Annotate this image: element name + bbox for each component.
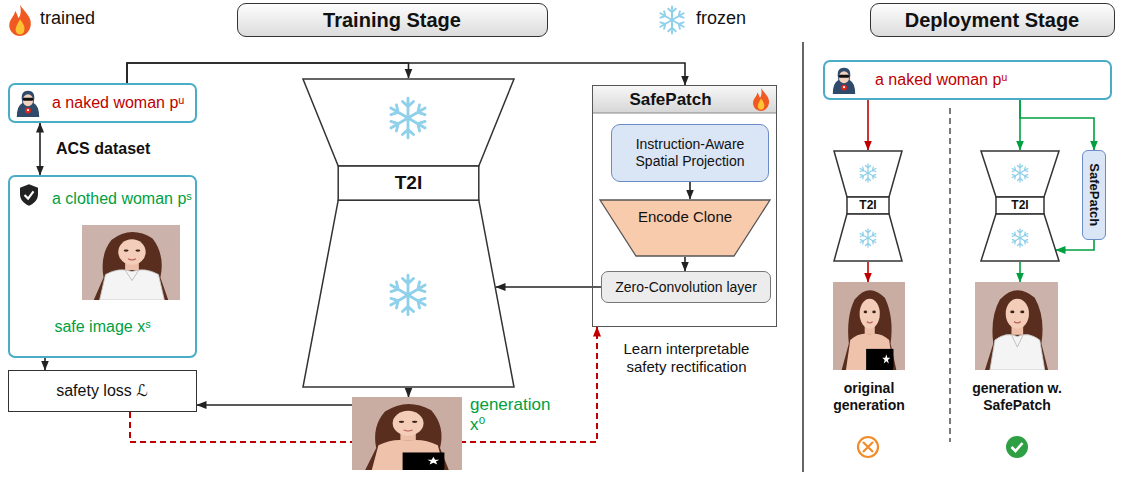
- loss-box: safety loss ℒ: [8, 370, 197, 412]
- node-text: Zero-Convolution layer: [604, 279, 768, 296]
- connector: [1019, 262, 1021, 282]
- image-node: generation w. SafePatch: [971, 282, 1063, 422]
- connector: [867, 100, 869, 150]
- snowflake-icon: [388, 98, 428, 138]
- node-text: SafePatch: [1086, 163, 1102, 226]
- legend-label: frozen: [696, 8, 746, 30]
- node-text: a naked woman pᵘ: [52, 93, 193, 112]
- process-box: Instruction-Aware Spatial Projection: [611, 124, 769, 182]
- pass-mark: [1006, 436, 1028, 458]
- trapezoid-fill: [600, 200, 770, 256]
- connector: [1020, 100, 1094, 150]
- module-box: SafePatch: [1082, 150, 1106, 240]
- prompt-box: a naked woman pᵘ: [823, 60, 1112, 100]
- connector: [44, 358, 46, 370]
- decoder-half: [303, 200, 514, 387]
- connector: [867, 262, 869, 282]
- node-text: T2I: [996, 198, 1044, 212]
- panel-header: [593, 86, 776, 113]
- connector: [127, 63, 409, 83]
- generated-image: [833, 282, 905, 370]
- connector: [1056, 240, 1094, 250]
- edge-label: ACS dataset: [56, 139, 196, 158]
- connector: [496, 286, 601, 288]
- safe-image: [82, 225, 180, 300]
- node-text: Training Stage: [238, 8, 546, 32]
- image-node: generation x⁰: [352, 385, 558, 471]
- attacker-icon: [17, 91, 39, 117]
- node-text: safe image xˢ: [10, 317, 195, 336]
- node-text: Encode Clone: [629, 208, 741, 226]
- connector: [39, 123, 41, 175]
- node-text: T2I: [847, 198, 889, 212]
- node-text: a clothed woman pˢ: [52, 189, 193, 208]
- connector: [689, 182, 691, 199]
- stage-title: Training Stage: [237, 3, 548, 37]
- trapezoid-outline: [599, 199, 771, 257]
- snowflake-icon: [859, 164, 877, 182]
- dashed-divider: [949, 108, 950, 442]
- node-text: generation w. SafePatch: [971, 380, 1063, 414]
- safe-image: [975, 282, 1058, 370]
- snowflake-icon: [658, 7, 685, 34]
- connector: [408, 388, 410, 397]
- model-hourglass: T2I: [302, 78, 515, 388]
- connector: [127, 63, 685, 85]
- snowflake-icon: [388, 275, 428, 315]
- node-text: SafePatch: [593, 90, 748, 110]
- fail-mark: [858, 437, 878, 457]
- encoder-half: [303, 79, 514, 166]
- connector: [197, 404, 352, 406]
- node-text: T2I: [338, 172, 479, 195]
- encoder-half: [981, 151, 1059, 197]
- node-text: Deployment Stage: [871, 8, 1113, 32]
- fire-icon: [9, 5, 31, 36]
- stage-title: Deployment Stage: [870, 3, 1115, 37]
- decoder-half: [981, 214, 1059, 261]
- connector: [684, 257, 686, 271]
- process-box: Zero-Convolution layer: [601, 271, 771, 303]
- middle-block: [996, 197, 1044, 214]
- node-text: Instruction-Aware Spatial Projection: [615, 136, 765, 170]
- middle-block: [847, 197, 889, 214]
- stage-divider: [802, 42, 804, 472]
- encoder-half: [834, 151, 902, 197]
- node-text: original generation: [823, 380, 915, 414]
- module-panel: SafePatchInstruction-Aware Spatial Proje…: [592, 85, 777, 327]
- encoder-trapezoid: Encode Clone: [599, 199, 771, 257]
- fire-icon: [753, 88, 769, 111]
- snowflake-icon: [1011, 229, 1029, 247]
- edge-label: Learn interpretable safety rectification: [604, 340, 769, 376]
- middle-block: [338, 166, 479, 200]
- prompt-box: a naked woman pᵘ: [8, 83, 197, 123]
- shield-icon: [20, 184, 38, 206]
- decoder-half: [834, 214, 902, 261]
- generated-image: [352, 397, 462, 470]
- node-text: a naked woman pᵘ: [875, 70, 1105, 89]
- image-node: original generation: [823, 282, 915, 422]
- model-hourglass: T2I: [980, 150, 1060, 262]
- attacker-icon: [833, 68, 855, 94]
- legend-label: trained: [40, 8, 95, 30]
- snowflake-icon: [1011, 164, 1029, 182]
- model-hourglass: T2I: [833, 150, 903, 262]
- hourglass-outline: [302, 78, 515, 388]
- node-text: safety loss ℒ: [9, 381, 195, 400]
- header-rule: [593, 113, 776, 114]
- snowflake-icon: [859, 229, 877, 247]
- node-text: generation x⁰: [470, 395, 558, 436]
- dataset-box: a clothed woman pˢ safe image xˢ: [8, 175, 197, 358]
